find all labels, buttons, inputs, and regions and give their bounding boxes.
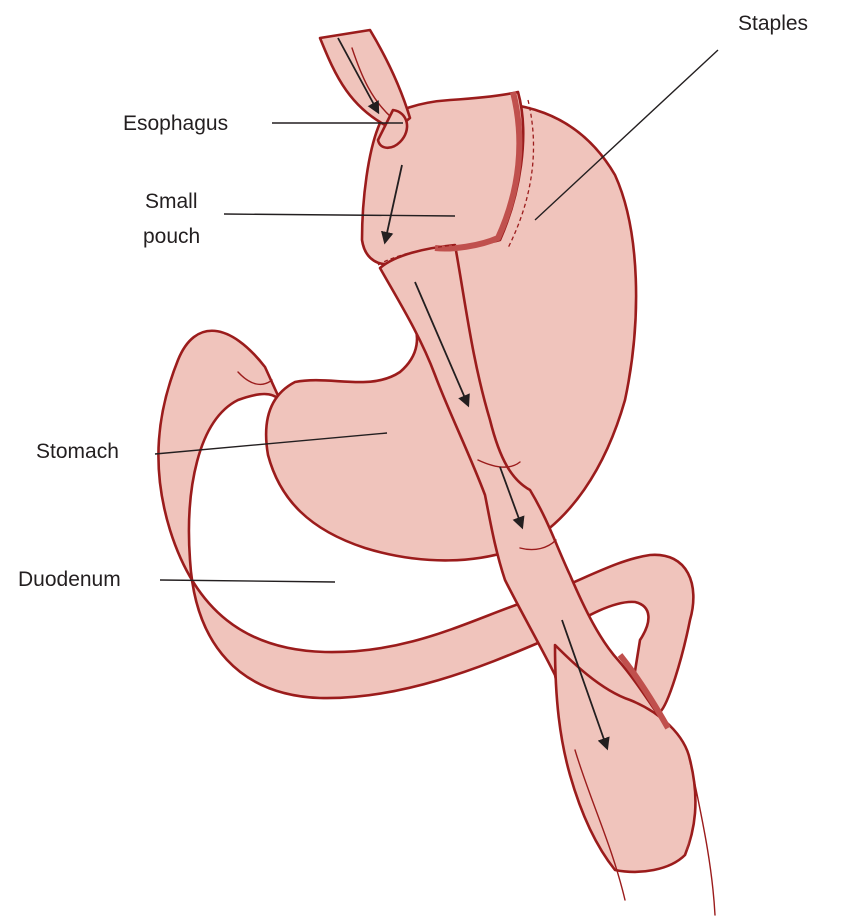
label-small-pouch-line1: Small [145,190,198,213]
label-stomach: Stomach [36,440,119,463]
label-staples: Staples [738,12,808,35]
label-esophagus: Esophagus [123,112,228,135]
label-duodenum: Duodenum [18,568,121,591]
leader-duodenum [160,580,335,582]
label-small-pouch-line2: pouch [143,225,200,248]
